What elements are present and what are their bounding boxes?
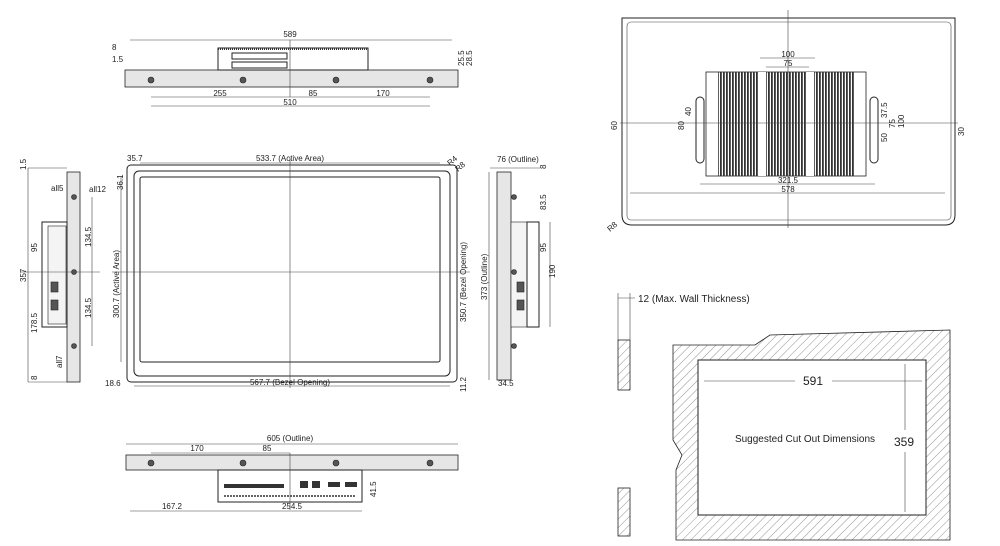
dim-75: 75: [784, 59, 793, 68]
dim-255: 255: [213, 89, 227, 98]
dim-100: 100: [781, 50, 795, 59]
dim-178-5: 178.5: [30, 312, 39, 333]
dim-76-outline: 76 (Outline): [497, 155, 539, 164]
outline: [126, 164, 458, 383]
dim-18-6: 18.6: [105, 379, 121, 388]
dim-605-outline: 605 (Outline): [267, 434, 314, 443]
dim-83-5: 83.5: [539, 194, 548, 210]
rear-view: 100 75 60 80 40 37.5 75 100 50 30 321.5 …: [606, 10, 966, 234]
dim-357: 357: [19, 268, 28, 282]
dim-bezel-height: 350.7 (Bezel Opening): [459, 242, 468, 322]
wall-section-bottom: [617, 487, 631, 537]
bezel-opening: [133, 170, 451, 377]
right-side-view: 76 (Outline) 8 83.5 95 190 373 (Outline)…: [480, 155, 557, 388]
dim-167-2: 167.2: [162, 502, 183, 511]
dim-134-5-bottom: 134.5: [84, 297, 93, 318]
dim-321-5: 321.5: [778, 176, 799, 185]
dim-190: 190: [548, 264, 557, 278]
dim-8: 8: [539, 164, 548, 169]
label-all12: all12: [89, 185, 106, 194]
dim-100-vertical: 100: [897, 114, 906, 128]
dim-34-5: 34.5: [498, 379, 514, 388]
dim-50: 50: [880, 133, 889, 142]
dim-60: 60: [610, 121, 619, 130]
bottom-view: 605 (Outline) 170 85 41.5 167.2 254.5: [125, 434, 459, 512]
dim-28-5: 28.5: [465, 50, 474, 66]
dim-bezel-width: 567.7 (Bezel Opening): [250, 378, 330, 387]
dim-95: 95: [539, 243, 548, 252]
dim-8: 8: [30, 375, 39, 380]
dim-30: 30: [957, 127, 966, 136]
dim-25-5: 25.5: [457, 50, 466, 66]
dim-85: 85: [309, 89, 318, 98]
dim-170: 170: [376, 89, 390, 98]
dim-1-5: 1.5: [112, 55, 124, 64]
label-all5: all5: [51, 184, 64, 193]
dim-589: 589: [283, 30, 297, 39]
front-view: 35.7 533.7 (Active Area) R4 R8 36.1 300.…: [105, 154, 470, 392]
top-bezel-outline: [124, 69, 459, 88]
dim-41-5: 41.5: [369, 481, 378, 497]
dim-37-5: 37.5: [880, 102, 889, 118]
dim-85: 85: [263, 444, 272, 453]
dim-active-height: 300.7 (Active Area): [112, 250, 121, 318]
dim-1-5: 1.5: [19, 158, 28, 170]
cutout-diagram: 12 (Max. Wall Thickness) 591 359 Suggest…: [617, 293, 951, 541]
dim-254-5: 254.5: [282, 502, 303, 511]
dim-35-7: 35.7: [127, 154, 143, 163]
dim-75-vertical: 75: [888, 119, 897, 128]
dim-r8: R8: [606, 220, 620, 234]
dim-11-2: 11.2: [459, 376, 468, 392]
dim-170: 170: [190, 444, 204, 453]
top-view: 589 8 1.5 25.5 28.5 255 85 170 510: [112, 30, 474, 107]
dim-591: 591: [803, 374, 823, 388]
dim-373-outline: 373 (Outline): [480, 253, 489, 300]
dim-510: 510: [283, 98, 297, 107]
dim-359: 359: [894, 435, 914, 449]
mount-screw-icon: [147, 76, 155, 84]
dim-134-5-top: 134.5: [84, 226, 93, 247]
cutout-title: Suggested Cut Out Dimensions: [735, 434, 875, 445]
dim-36-1: 36.1: [116, 174, 125, 190]
dim-80: 80: [677, 121, 686, 130]
dim-95: 95: [30, 243, 39, 252]
dim-578: 578: [781, 185, 795, 194]
left-side-view: 1.5 357 all5 all12 95 134.5 134.5 178.5 …: [19, 158, 106, 383]
wall-thickness-label: 12 (Max. Wall Thickness): [638, 294, 750, 305]
dim-active-width: 533.7 (Active Area): [256, 154, 324, 163]
dim-40: 40: [684, 107, 693, 116]
label-all7: all7: [55, 355, 64, 368]
cutout-opening: [697, 359, 927, 516]
dim-8: 8: [112, 43, 117, 52]
wall-section-top: [617, 339, 631, 391]
